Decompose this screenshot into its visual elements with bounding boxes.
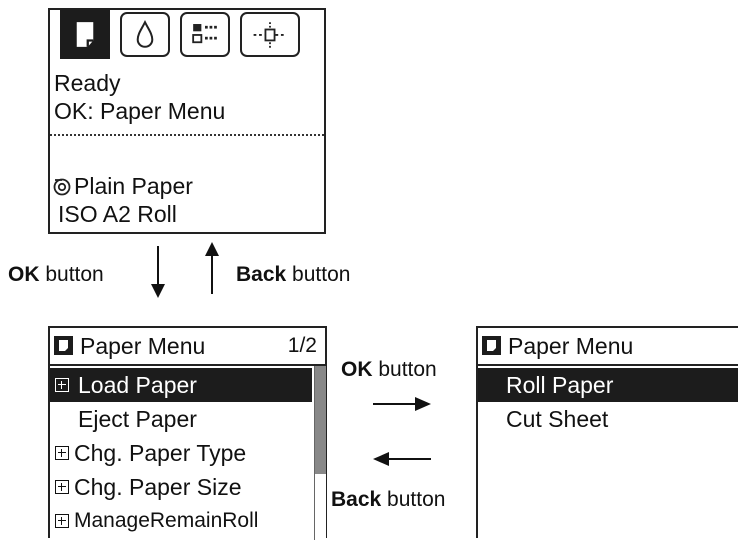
ok-button-label-horizontal: OK button <box>341 358 437 381</box>
tab-settings[interactable] <box>240 12 300 57</box>
menu-item-load-paper[interactable]: Load Paper <box>50 368 312 402</box>
tab-jobs[interactable] <box>180 12 230 57</box>
status-screen: Ready OK: Paper Menu Plain Paper ISO A2 … <box>48 8 326 234</box>
menu-header: Paper Menu <box>478 328 738 366</box>
status-text: Ready <box>54 70 121 96</box>
paper-menu-screen: Paper Menu 1/2 Load Paper Eject Paper Ch… <box>48 326 327 540</box>
page-indicator: 1/2 <box>287 334 317 357</box>
tab-paper[interactable] <box>60 10 110 59</box>
back-button-label: Back button <box>236 263 351 286</box>
arrow-right-icon <box>373 397 431 411</box>
job-list-icon <box>192 24 217 44</box>
menu-title: Paper Menu <box>80 333 206 359</box>
menu-item-manage-remain-roll[interactable]: ManageRemainRoll <box>50 504 312 538</box>
arrow-left-icon <box>373 452 431 466</box>
expand-icon <box>55 480 69 494</box>
scrollbar[interactable] <box>314 366 326 540</box>
paper-icon <box>482 336 501 355</box>
scrollbar-thumb[interactable] <box>315 366 326 474</box>
menu-item-chg-paper-type[interactable]: Chg. Paper Type <box>50 436 312 470</box>
hint-text: OK: Paper Menu <box>54 98 226 124</box>
media-size: ISO A2 Roll <box>58 201 177 227</box>
menu-item-chg-paper-size[interactable]: Chg. Paper Size <box>50 470 312 504</box>
arrow-up-icon <box>205 242 219 294</box>
menu-item-eject-paper[interactable]: Eject Paper <box>78 406 197 432</box>
ink-drop-icon <box>136 19 154 48</box>
expand-icon <box>55 514 69 528</box>
arrow-down-icon <box>151 246 165 298</box>
ok-button-label: OK button <box>8 263 104 286</box>
menu-title: Paper Menu <box>508 333 634 359</box>
paper-icon <box>54 336 73 355</box>
dotted-divider <box>50 134 324 136</box>
media-type: Plain Paper <box>74 173 193 199</box>
tab-bar <box>50 10 324 60</box>
menu-item-roll-paper[interactable]: Roll Paper <box>478 368 738 402</box>
paper-icon <box>76 22 94 47</box>
menu-header: Paper Menu 1/2 <box>50 328 325 366</box>
menu-item-cut-sheet[interactable]: Cut Sheet <box>506 406 609 432</box>
tab-ink[interactable] <box>120 12 170 57</box>
roll-paper-icon <box>53 178 71 196</box>
settings-adjust-icon <box>253 22 287 48</box>
load-paper-screen: Paper Menu Roll Paper Cut Sheet <box>476 326 738 538</box>
back-button-label-horizontal: Back button <box>331 488 446 511</box>
expand-icon <box>55 446 69 460</box>
expand-icon <box>55 378 69 392</box>
